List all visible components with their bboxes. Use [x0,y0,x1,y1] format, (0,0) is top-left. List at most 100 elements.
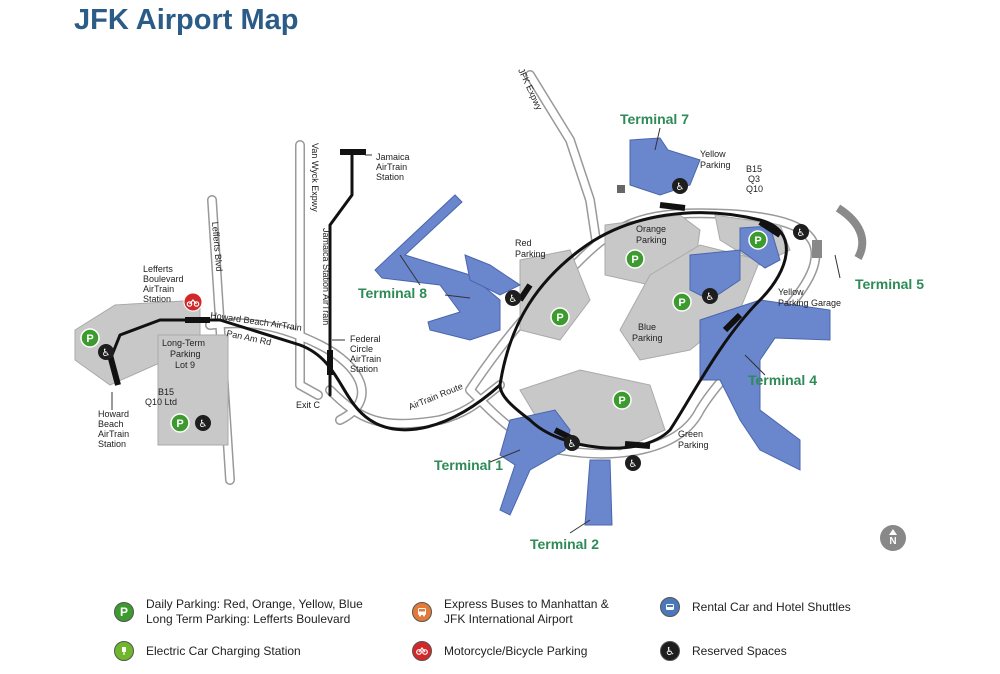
terminal-7-label: Terminal 7 [620,111,689,127]
svg-text:P: P [631,254,638,266]
svg-text:P: P [754,235,761,247]
svg-text:P: P [556,312,563,324]
svg-text:P: P [618,395,625,407]
accessible-icon: ♿ [98,344,114,360]
svg-text:P: P [678,297,685,309]
terminal-2-label: Terminal 2 [530,536,599,552]
svg-text:P: P [86,333,93,345]
leader-lines [111,127,841,534]
legend-label: Electric Car Charging Station [146,643,301,658]
terminal-7-marker [617,185,625,193]
jamaica-airtrain-label: Jamaica Station AirTrain [321,228,331,325]
accessible-icon: ♿ [505,290,521,306]
accessible-icon: ♿ [793,224,809,240]
airtrain-route-label: AirTrain Route [407,381,464,412]
terminal-5-label: Terminal 5 [855,276,924,292]
accessible-icon: ♿ [195,415,211,431]
airport-map: Terminal 8 Terminal 7 Terminal 5 Termina… [74,67,924,552]
legend-label: Rental Car and Hotel Shuttles [692,599,851,614]
svg-text:♿: ♿ [676,182,685,193]
lefferts-blvd-label: Lefferts Blvd [210,221,224,272]
terminal-4-building [699,299,831,471]
svg-text:♿: ♿ [629,459,638,470]
terminal-4-label: Terminal 4 [748,372,817,388]
bus-icon [412,602,432,622]
terminal-4-concourse [689,249,741,301]
pan-am-rd-label: Pan Am Rd [226,328,273,347]
parking-icon: P [80,328,100,348]
howard-beach-station-bar [107,354,121,386]
exit-c-label: Exit C [296,400,321,410]
legend-label: Express Buses to Manhattan & JFK Interna… [444,597,609,626]
ev-charging-icon [114,641,134,661]
legend-ev-charging: Electric Car Charging Station [114,641,301,661]
accessible-icon: ♿ [702,288,718,304]
legend-label: Daily Parking: Red, Orange, Yellow, Blue… [146,597,363,626]
parking-icon: P [114,602,134,622]
terminal-7-station-bar [659,202,686,211]
parking-icon: P [170,413,190,433]
svg-text:♿: ♿ [797,228,806,239]
parking-icon: P [550,307,570,327]
svg-text:♿: ♿ [706,292,715,303]
airtrain-jamaica-line [328,150,354,397]
terminal-8-station-bar [517,283,533,302]
map-accessible-icons: ♿ ♿ ♿ ♿ ♿ ♿ ♿ ♿ [98,178,809,471]
terminal-2-building [584,459,613,526]
terminal-2-station-bar [624,441,651,449]
airtrain-lines [108,150,788,450]
terminal-labels: Terminal 8 Terminal 7 Terminal 5 Termina… [358,111,924,552]
legend-daily-parking: P Daily Parking: Red, Orange, Yellow, Bl… [114,597,363,627]
parking-icon: P [612,390,632,410]
legend-label: Motorcycle/Bicycle Parking [444,643,588,658]
svg-text:♿: ♿ [509,294,518,305]
shuttle-icon [660,597,680,617]
motorcycle-icon [183,292,203,312]
accessible-icon: ♿ [625,455,641,471]
terminal-7-building [629,137,701,196]
svg-text:P: P [176,418,183,430]
terminal-8-label: Terminal 8 [358,285,427,301]
terminal-5-garage [812,240,822,258]
accessible-icon: ♿ [672,178,688,194]
parking-icon: P [672,292,692,312]
terminal-8-satellite [464,254,521,296]
legend-express-buses: Express Buses to Manhattan & JFK Interna… [412,597,609,627]
accessible-icon: ♿ [564,435,580,451]
van-wyck-label: Van Wyck Expwy [310,143,320,212]
svg-text:♿: ♿ [102,348,111,359]
page-title: JFK Airport Map [74,4,299,36]
long-term-lot-9 [157,334,229,446]
terminal-4-station-bar [722,312,743,333]
terminal-1-label: Terminal 1 [434,457,503,473]
svg-text:♿: ♿ [199,419,208,430]
svg-text:N: N [889,536,896,547]
legend-reserved-spaces: ♿ Reserved Spaces [660,641,787,661]
airtrain-loop [498,211,788,450]
accessible-icon: ♿ [660,641,680,661]
terminal-5-station-bar [758,219,782,238]
legend-motorcycle-parking: Motorcycle/Bicycle Parking [412,641,587,661]
parking-icon: P [748,230,768,250]
north-arrow-icon: N [880,525,906,551]
airtrain-howard-beach-line [108,318,502,432]
terminal-5-arc [835,204,867,260]
parking-icon: P [625,249,645,269]
svg-text:♿: ♿ [568,439,577,450]
legend-label: Reserved Spaces [692,643,787,658]
motorcycle-icon [412,641,432,661]
